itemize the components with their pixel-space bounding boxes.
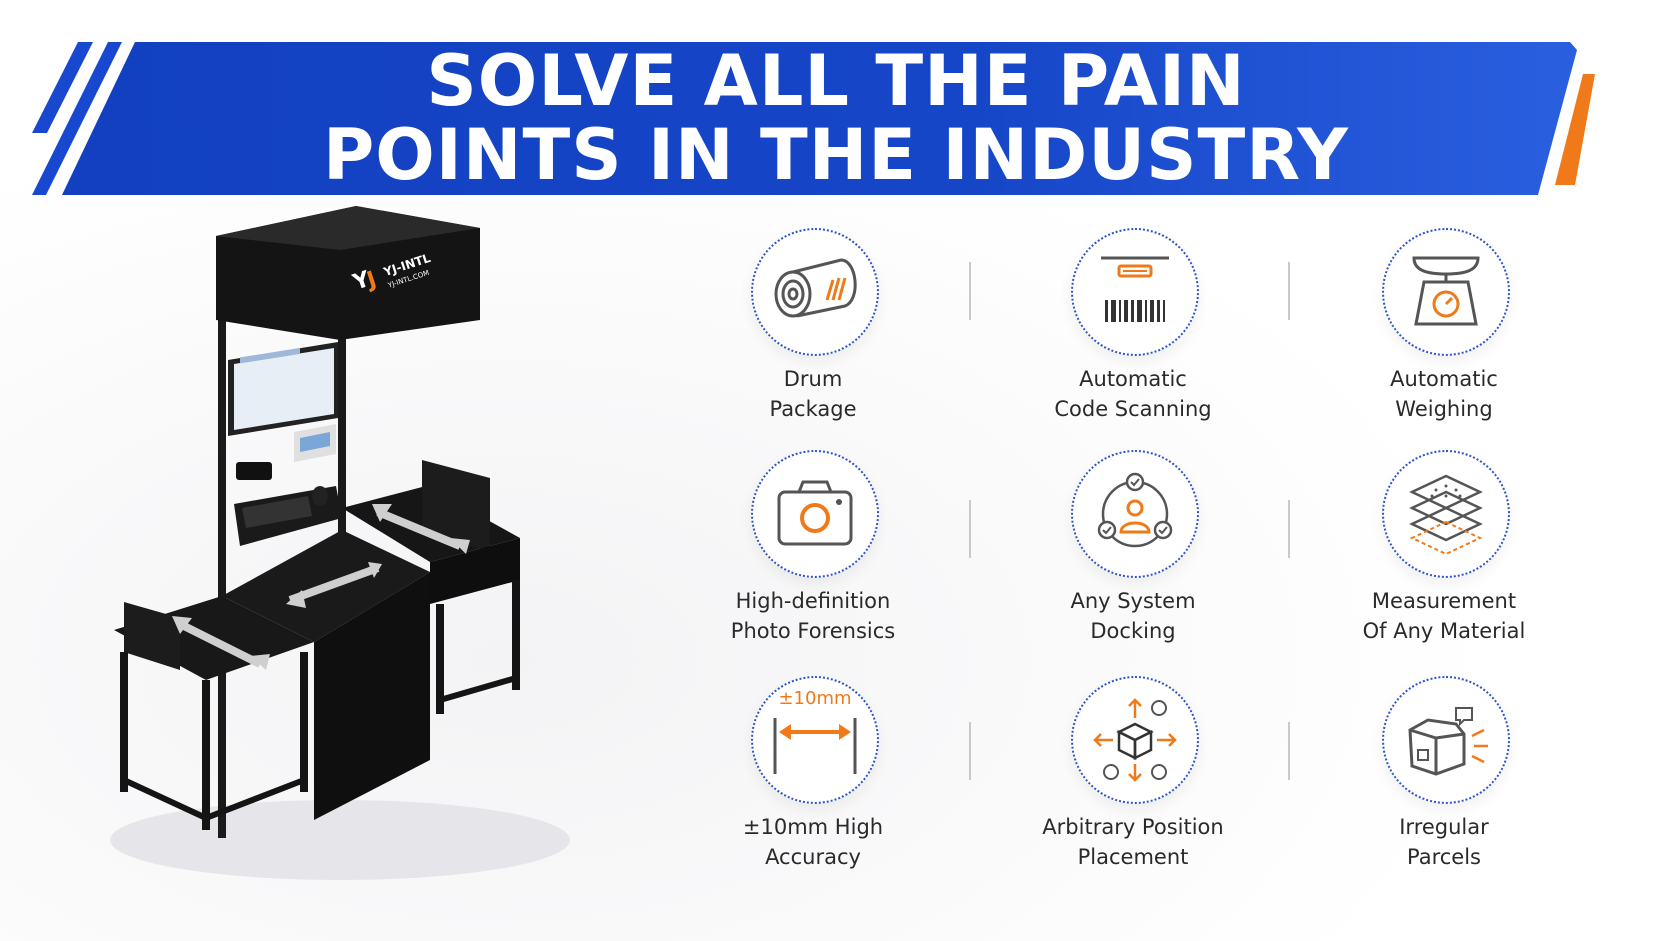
banner-body — [62, 42, 1577, 195]
feature-high-accuracy: ±10mm ±10mm High Accuracy — [683, 676, 943, 876]
feature-label-line1: Drum — [783, 367, 843, 391]
divider — [969, 262, 971, 320]
feature-label-line1: High-definition — [735, 589, 891, 613]
feature-label-line1: Automatic — [1390, 367, 1498, 391]
divider — [969, 500, 971, 558]
feature-label-line2: Accuracy — [765, 845, 861, 869]
feature-label-line1: Irregular — [1399, 815, 1489, 839]
dimension-scanner-machine: Y J YJ-INTL YJ-INTL.COM — [110, 200, 580, 920]
ruler-accuracy-icon: ±10mm — [751, 676, 879, 804]
feature-label-line2: Weighing — [1395, 397, 1493, 421]
feature-drum-package: Drum Package — [683, 228, 943, 428]
feature-any-material: Measurement Of Any Material — [1314, 450, 1574, 650]
feature-label-line2: Placement — [1077, 845, 1189, 869]
irregular-parcel-icon — [1382, 676, 1510, 804]
feature-irregular-parcels: Irregular Parcels — [1314, 676, 1574, 876]
feature-photo-forensics: High-definition Photo Forensics — [683, 450, 943, 650]
feature-system-docking: Any System Docking — [1003, 450, 1263, 650]
title-line-1: SOLVE ALL THE PAIN — [426, 40, 1246, 122]
accuracy-icon-text: ±10mm — [778, 688, 851, 709]
feature-label-line1: Automatic — [1079, 367, 1187, 391]
feature-label-line1: ±10mm High — [742, 815, 884, 839]
system-docking-icon — [1071, 450, 1199, 578]
drum-roll-icon — [751, 228, 879, 356]
feature-label-line2: Docking — [1090, 619, 1176, 643]
banner-stripe-orange — [1555, 74, 1595, 185]
feature-label-line2: Package — [769, 397, 857, 421]
feature-label-line1: Any System — [1070, 589, 1196, 613]
feature-label-line2: Photo Forensics — [730, 619, 896, 643]
divider — [1288, 262, 1290, 320]
arbitrary-position-icon — [1071, 676, 1199, 804]
page-title: SOLVE ALL THE PAIN POINTS IN THE INDUSTR… — [0, 44, 1672, 192]
machine-illustration: Y J YJ-INTL YJ-INTL.COM — [110, 206, 570, 880]
barcode-scanner-icon — [1071, 228, 1199, 356]
banner-shape — [32, 42, 1595, 195]
material-layers-icon — [1382, 450, 1510, 578]
feature-automatic-weighing: Automatic Weighing — [1314, 228, 1574, 428]
weighing-scale-icon — [1382, 228, 1510, 356]
camera-icon — [751, 450, 879, 578]
feature-label-line1: Arbitrary Position — [1042, 815, 1224, 839]
header-banner: SOLVE ALL THE PAIN POINTS IN THE INDUSTR… — [0, 0, 1672, 215]
title-line-2: POINTS IN THE INDUSTRY — [323, 114, 1349, 196]
divider — [1288, 722, 1290, 780]
banner-stripe-left-1 — [32, 42, 93, 133]
divider — [1288, 500, 1290, 558]
feature-label-line2: Code Scanning — [1054, 397, 1212, 421]
feature-code-scanning: Automatic Code Scanning — [1003, 228, 1263, 428]
feature-label-line2: Of Any Material — [1362, 619, 1526, 643]
feature-arbitrary-position: Arbitrary Position Placement — [1003, 676, 1263, 876]
divider — [969, 722, 971, 780]
banner-stripe-left-2 — [32, 42, 122, 195]
feature-label-line2: Parcels — [1406, 845, 1481, 869]
feature-label-line1: Measurement — [1371, 589, 1517, 613]
